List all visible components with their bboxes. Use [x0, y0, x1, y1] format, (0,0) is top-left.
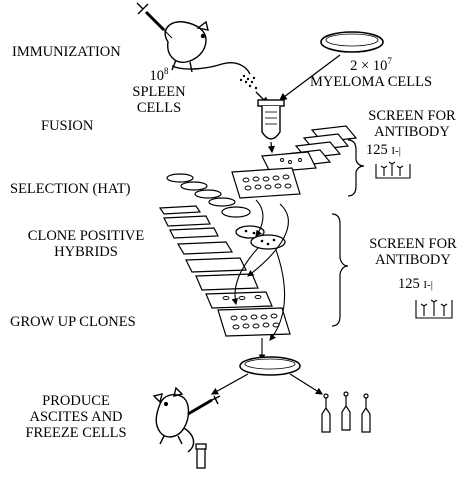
upper-plate-wells — [242, 158, 302, 191]
screen-lower-isotope: 125 I-| — [398, 276, 433, 293]
screen-upper-isotope: 125 I-| — [366, 142, 401, 159]
myeloma-count-exp: 7 — [387, 56, 392, 67]
step-immunization: IMMUNIZATION — [12, 44, 121, 60]
step-selection: SELECTION (HAT) — [10, 181, 131, 197]
arrow-myeloma-to-fusion — [278, 54, 341, 101]
myeloma-cells-text: MYELOMA CELLS — [309, 74, 433, 90]
spleen-cells-label: 108 SPLEEN CELLS — [124, 66, 194, 116]
production-dish — [239, 356, 301, 376]
spleen-line2: CELLS — [136, 100, 182, 116]
screen-assay-icon-lower — [415, 299, 453, 319]
lower-plate-stack — [158, 205, 291, 337]
upper-plate-stack — [231, 125, 358, 199]
spleen-cells-dots — [239, 74, 258, 90]
myeloma-label: 2 × 107 MYELOMA CELLS — [296, 56, 446, 90]
screen-antibody-lower: SCREEN FOR ANTIBODY — [356, 236, 470, 268]
spleen-count-exp: 8 — [164, 66, 169, 77]
step-produce-line2: ASCITES AND — [29, 409, 123, 425]
screen-upper-line2: ANTIBODY — [374, 124, 450, 140]
screen-bracket-upper — [347, 139, 365, 197]
spleen-count-base: 10 — [149, 68, 165, 84]
screen-lower-isotope-symbol: I-| — [423, 279, 433, 291]
fusion-tube — [257, 99, 285, 140]
screen-upper-isotope-symbol: I-| — [391, 145, 401, 157]
screen-assay-icon-upper — [375, 161, 411, 179]
selection-arrows — [231, 199, 289, 362]
screen-lower-isotope-number: 125 — [398, 276, 420, 292]
screen-upper-line1: SCREEN FOR — [368, 108, 456, 124]
screen-upper-isotope-number: 125 — [366, 142, 388, 158]
step-fusion: FUSION — [41, 118, 94, 134]
screen-lower-line2: ANTIBODY — [375, 252, 451, 268]
frozen-vial-icon — [195, 443, 207, 469]
screen-bracket-lower — [331, 213, 349, 327]
mouse-immunization-icon — [136, 2, 251, 75]
ampoules-icon — [321, 391, 371, 433]
myeloma-count-prefix: 2 × 10 — [350, 58, 388, 74]
lower-plate-wells — [222, 295, 280, 330]
spleen-line1: SPLEEN — [132, 84, 186, 100]
screen-lower-line1: SCREEN FOR — [369, 236, 457, 252]
step-produce-line1: PRODUCE — [42, 393, 110, 409]
step-clone: CLONE POSITIVE HYBRIDS — [6, 228, 166, 260]
step-grow: GROW UP CLONES — [10, 314, 136, 330]
selection-dishes — [166, 173, 251, 218]
myeloma-dish — [320, 31, 384, 53]
step-clone-line1: CLONE POSITIVE — [27, 228, 145, 244]
step-clone-line2: HYBRIDS — [54, 244, 118, 260]
screen-antibody-upper: SCREEN FOR ANTIBODY — [362, 108, 462, 140]
step-produce-line3: FREEZE CELLS — [25, 425, 127, 441]
step-produce: PRODUCE ASCITES AND FREEZE CELLS — [0, 393, 152, 441]
mouse-ascites-icon — [152, 386, 221, 453]
